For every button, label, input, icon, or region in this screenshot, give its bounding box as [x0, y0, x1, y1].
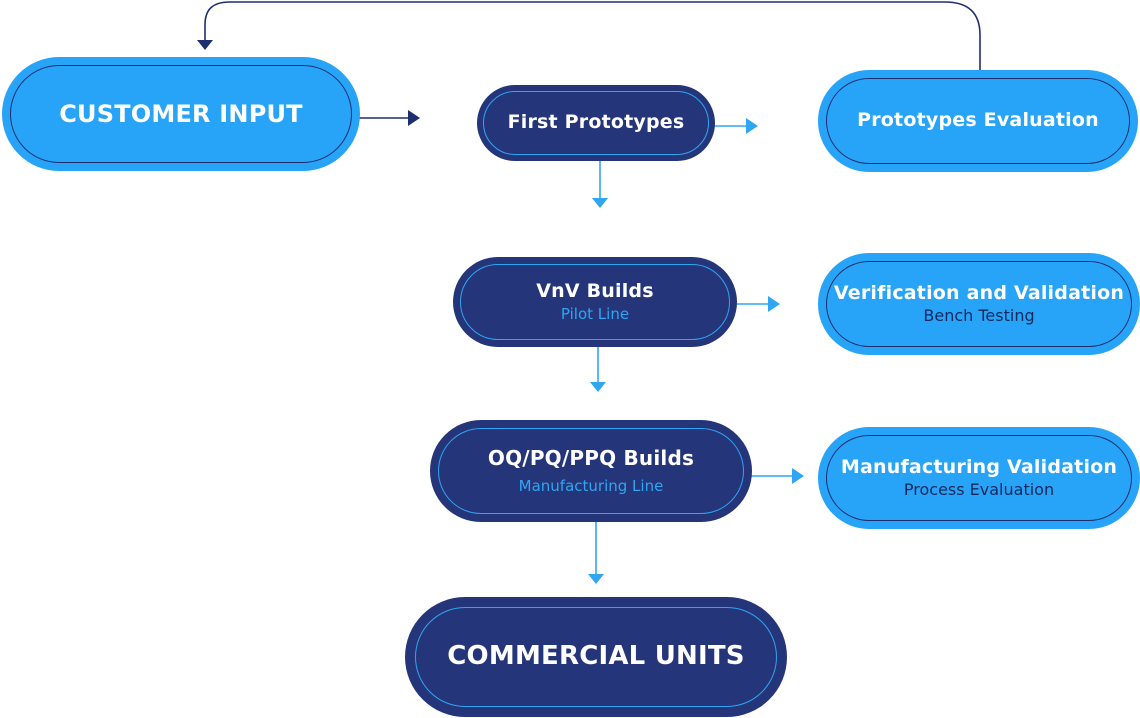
node-commercial-units: COMMERCIAL UNITS — [405, 597, 787, 717]
oq-pq-ppq-builds-title: OQ/PQ/PPQ Builds — [487, 446, 695, 471]
commercial-units-title: COMMERCIAL UNITS — [447, 641, 745, 672]
edge-feedback-loop — [204, 1, 981, 72]
customer-input-title: CUSTOMER INPUT — [59, 99, 303, 128]
manufacturing-validation-title: Manufacturing Validation — [840, 456, 1118, 479]
arrowhead-oq-to-commercial — [588, 574, 604, 584]
first-prototypes-title: First Prototypes — [507, 111, 685, 134]
node-vnv-builds: VnV Builds Pilot Line — [453, 257, 737, 347]
manufacturing-validation-subtitle: Process Evaluation — [903, 479, 1055, 499]
oq-pq-ppq-builds-subtitle: Manufacturing Line — [518, 476, 664, 495]
verification-validation-title: Verification and Validation — [833, 282, 1125, 305]
node-oq-pq-ppq-builds: OQ/PQ/PPQ Builds Manufacturing Line — [430, 420, 752, 522]
arrowhead-vnv-to-verification — [768, 296, 780, 312]
node-verification-validation: Verification and Validation Bench Testin… — [818, 253, 1140, 355]
node-customer-input: CUSTOMER INPUT — [2, 57, 360, 171]
vnv-builds-subtitle: Pilot Line — [560, 305, 630, 324]
arrowhead-feedback — [197, 40, 213, 50]
node-prototypes-evaluation: Prototypes Evaluation — [818, 70, 1138, 172]
arrowhead-customer-to-prototypes — [408, 110, 420, 126]
node-first-prototypes: First Prototypes — [477, 85, 715, 161]
arrowhead-oq-to-manufacturing — [792, 468, 804, 484]
vnv-builds-title: VnV Builds — [536, 279, 654, 302]
arrowhead-prototypes-to-evaluation — [746, 118, 758, 134]
verification-validation-subtitle: Bench Testing — [923, 305, 1035, 325]
node-manufacturing-validation: Manufacturing Validation Process Evaluat… — [818, 427, 1140, 529]
prototypes-evaluation-title: Prototypes Evaluation — [857, 109, 1099, 132]
arrowhead-prototypes-to-vnv — [592, 198, 608, 208]
arrowhead-vnv-to-oq — [590, 382, 606, 392]
